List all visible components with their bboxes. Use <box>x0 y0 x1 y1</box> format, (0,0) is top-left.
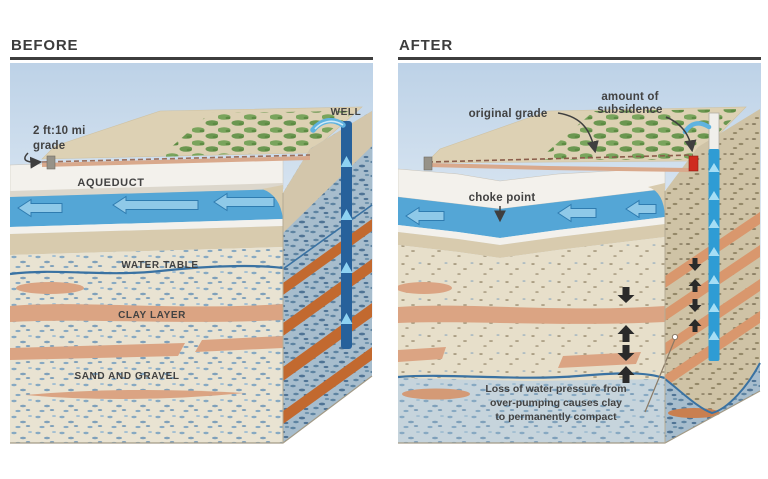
panel-before: BEFORE <box>10 38 373 451</box>
after-illustration: Loss of water pressure from over-pumping… <box>398 63 761 444</box>
compaction-note-line1: Loss of water pressure from <box>485 383 626 395</box>
aqueduct-wall-shade <box>10 183 283 197</box>
aqueduct-water <box>398 189 665 238</box>
subsidence-label-line1: amount of <box>601 91 658 103</box>
well-casing <box>708 112 720 152</box>
well-flow-up-arrow-icon <box>708 275 720 284</box>
clay-lens <box>25 389 245 400</box>
original-grade-pointer-arrow <box>557 112 599 154</box>
side-water-table-curve <box>664 362 761 415</box>
clay-band <box>398 305 665 324</box>
water-flow-arrow-icon <box>213 192 275 212</box>
well-flow-up-arrow-icon <box>708 303 720 312</box>
side-clay-band <box>283 347 372 424</box>
well-flow-up-arrow-icon <box>708 163 720 172</box>
aqueduct-lower-rim <box>398 217 665 245</box>
side-face-after <box>664 109 761 443</box>
well-flow-up-arrow-icon <box>340 262 353 273</box>
grade-label-line2: grade <box>33 140 65 152</box>
water-flow-arrow-icon <box>17 198 63 218</box>
topsoil-band <box>10 226 283 255</box>
side-wet-speckle <box>665 363 760 443</box>
well-flow-up-arrow-icon <box>708 191 720 200</box>
topsoil-band <box>398 224 665 258</box>
compaction-note-line2: over-pumping causes clay <box>490 397 622 409</box>
compaction-up-arrow-icon <box>688 279 702 292</box>
aqueduct-end-bank <box>262 185 283 219</box>
well-outflow-stream <box>682 121 712 135</box>
water-table-label: WATER TABLE <box>121 260 198 271</box>
well-flow-up-arrow-icon <box>708 247 720 256</box>
aqueduct-end-bank <box>648 183 665 217</box>
panel-after-title: AFTER <box>399 37 453 54</box>
water-flow-arrow-icon <box>112 195 199 215</box>
subsidence-pointer-arrow <box>665 116 697 153</box>
grade-pointer-arrow <box>24 152 43 169</box>
choke-point-label: choke point <box>469 192 536 204</box>
well-flow-up-arrow-icon <box>340 156 353 167</box>
original-grade-label: original grade <box>469 108 548 120</box>
clay-band <box>558 352 641 368</box>
aqueduct-label: AQUEDUCT <box>77 177 144 189</box>
clay-band <box>10 343 185 360</box>
note-leader-dot <box>671 333 679 341</box>
grade-label-line1: 2 ft:10 mi <box>33 125 86 137</box>
clay-band <box>10 304 283 322</box>
grade-dashed-line <box>427 154 694 163</box>
clay-band <box>195 336 283 352</box>
compaction-down-arrow-icon <box>688 258 702 271</box>
compaction-note-line3: to permanently compact <box>495 411 617 423</box>
subsidence-marker <box>688 155 699 172</box>
water-table-line <box>10 264 284 276</box>
well-pipe <box>341 121 352 349</box>
well-flow-up-arrow-icon <box>708 219 720 228</box>
sand-gravel-label: SAND AND GRAVEL <box>74 371 179 382</box>
compaction-down-arrow-icon <box>617 287 635 303</box>
clay-lens-wet <box>402 388 470 400</box>
clay-layer-label: CLAY LAYER <box>118 310 186 321</box>
panel-after-rule <box>398 57 761 60</box>
panel-before-title: BEFORE <box>11 37 79 54</box>
compaction-down-arrow-icon <box>617 345 635 361</box>
grade-marker <box>423 156 433 171</box>
aqueduct-lower-rim <box>10 219 283 234</box>
before-illustration: WELL AQUEDUCT <box>10 63 373 444</box>
side-face-before <box>282 111 373 443</box>
panel-after: AFTER <box>398 38 761 451</box>
well-label: WELL <box>331 107 362 118</box>
grade-salmon-strip <box>428 163 689 172</box>
water-flow-arrow-icon <box>625 199 657 219</box>
water-flow-arrow-icon <box>405 206 445 226</box>
note-leader-line <box>644 338 676 413</box>
well-flow-up-arrow-icon <box>708 331 720 340</box>
well-flow-up-arrow-icon <box>340 209 353 220</box>
aqueduct-after <box>398 154 699 245</box>
crop-rows <box>160 111 355 157</box>
subsidence-label-line2: subsidence <box>597 104 662 116</box>
compaction-up-arrow-icon <box>617 325 635 342</box>
water-flow-arrow-icon <box>557 203 597 223</box>
side-water-table-line <box>282 204 373 270</box>
clay-band <box>398 347 446 362</box>
aqueduct-before: AQUEDUCT <box>10 154 311 234</box>
grade-salmon-strip <box>42 156 310 167</box>
clay-lens <box>398 282 452 294</box>
compaction-up-arrow-icon <box>617 366 635 383</box>
subsurface-after: Loss of water pressure from over-pumping… <box>398 224 679 443</box>
clay-lens <box>16 282 84 294</box>
subsurface-before: WATER TABLE CLAY LAYER SAND AND GRAVEL <box>10 226 284 443</box>
grade-marker <box>46 155 56 170</box>
grade-dashed-line <box>41 154 311 163</box>
water-table-line <box>398 372 666 380</box>
well-flow-up-arrow-icon <box>340 313 353 324</box>
well-outflow-highlight <box>314 120 344 130</box>
panel-before-rule <box>10 57 373 60</box>
compaction-up-arrow-icon <box>688 319 702 332</box>
compaction-down-arrow-icon <box>688 299 702 312</box>
